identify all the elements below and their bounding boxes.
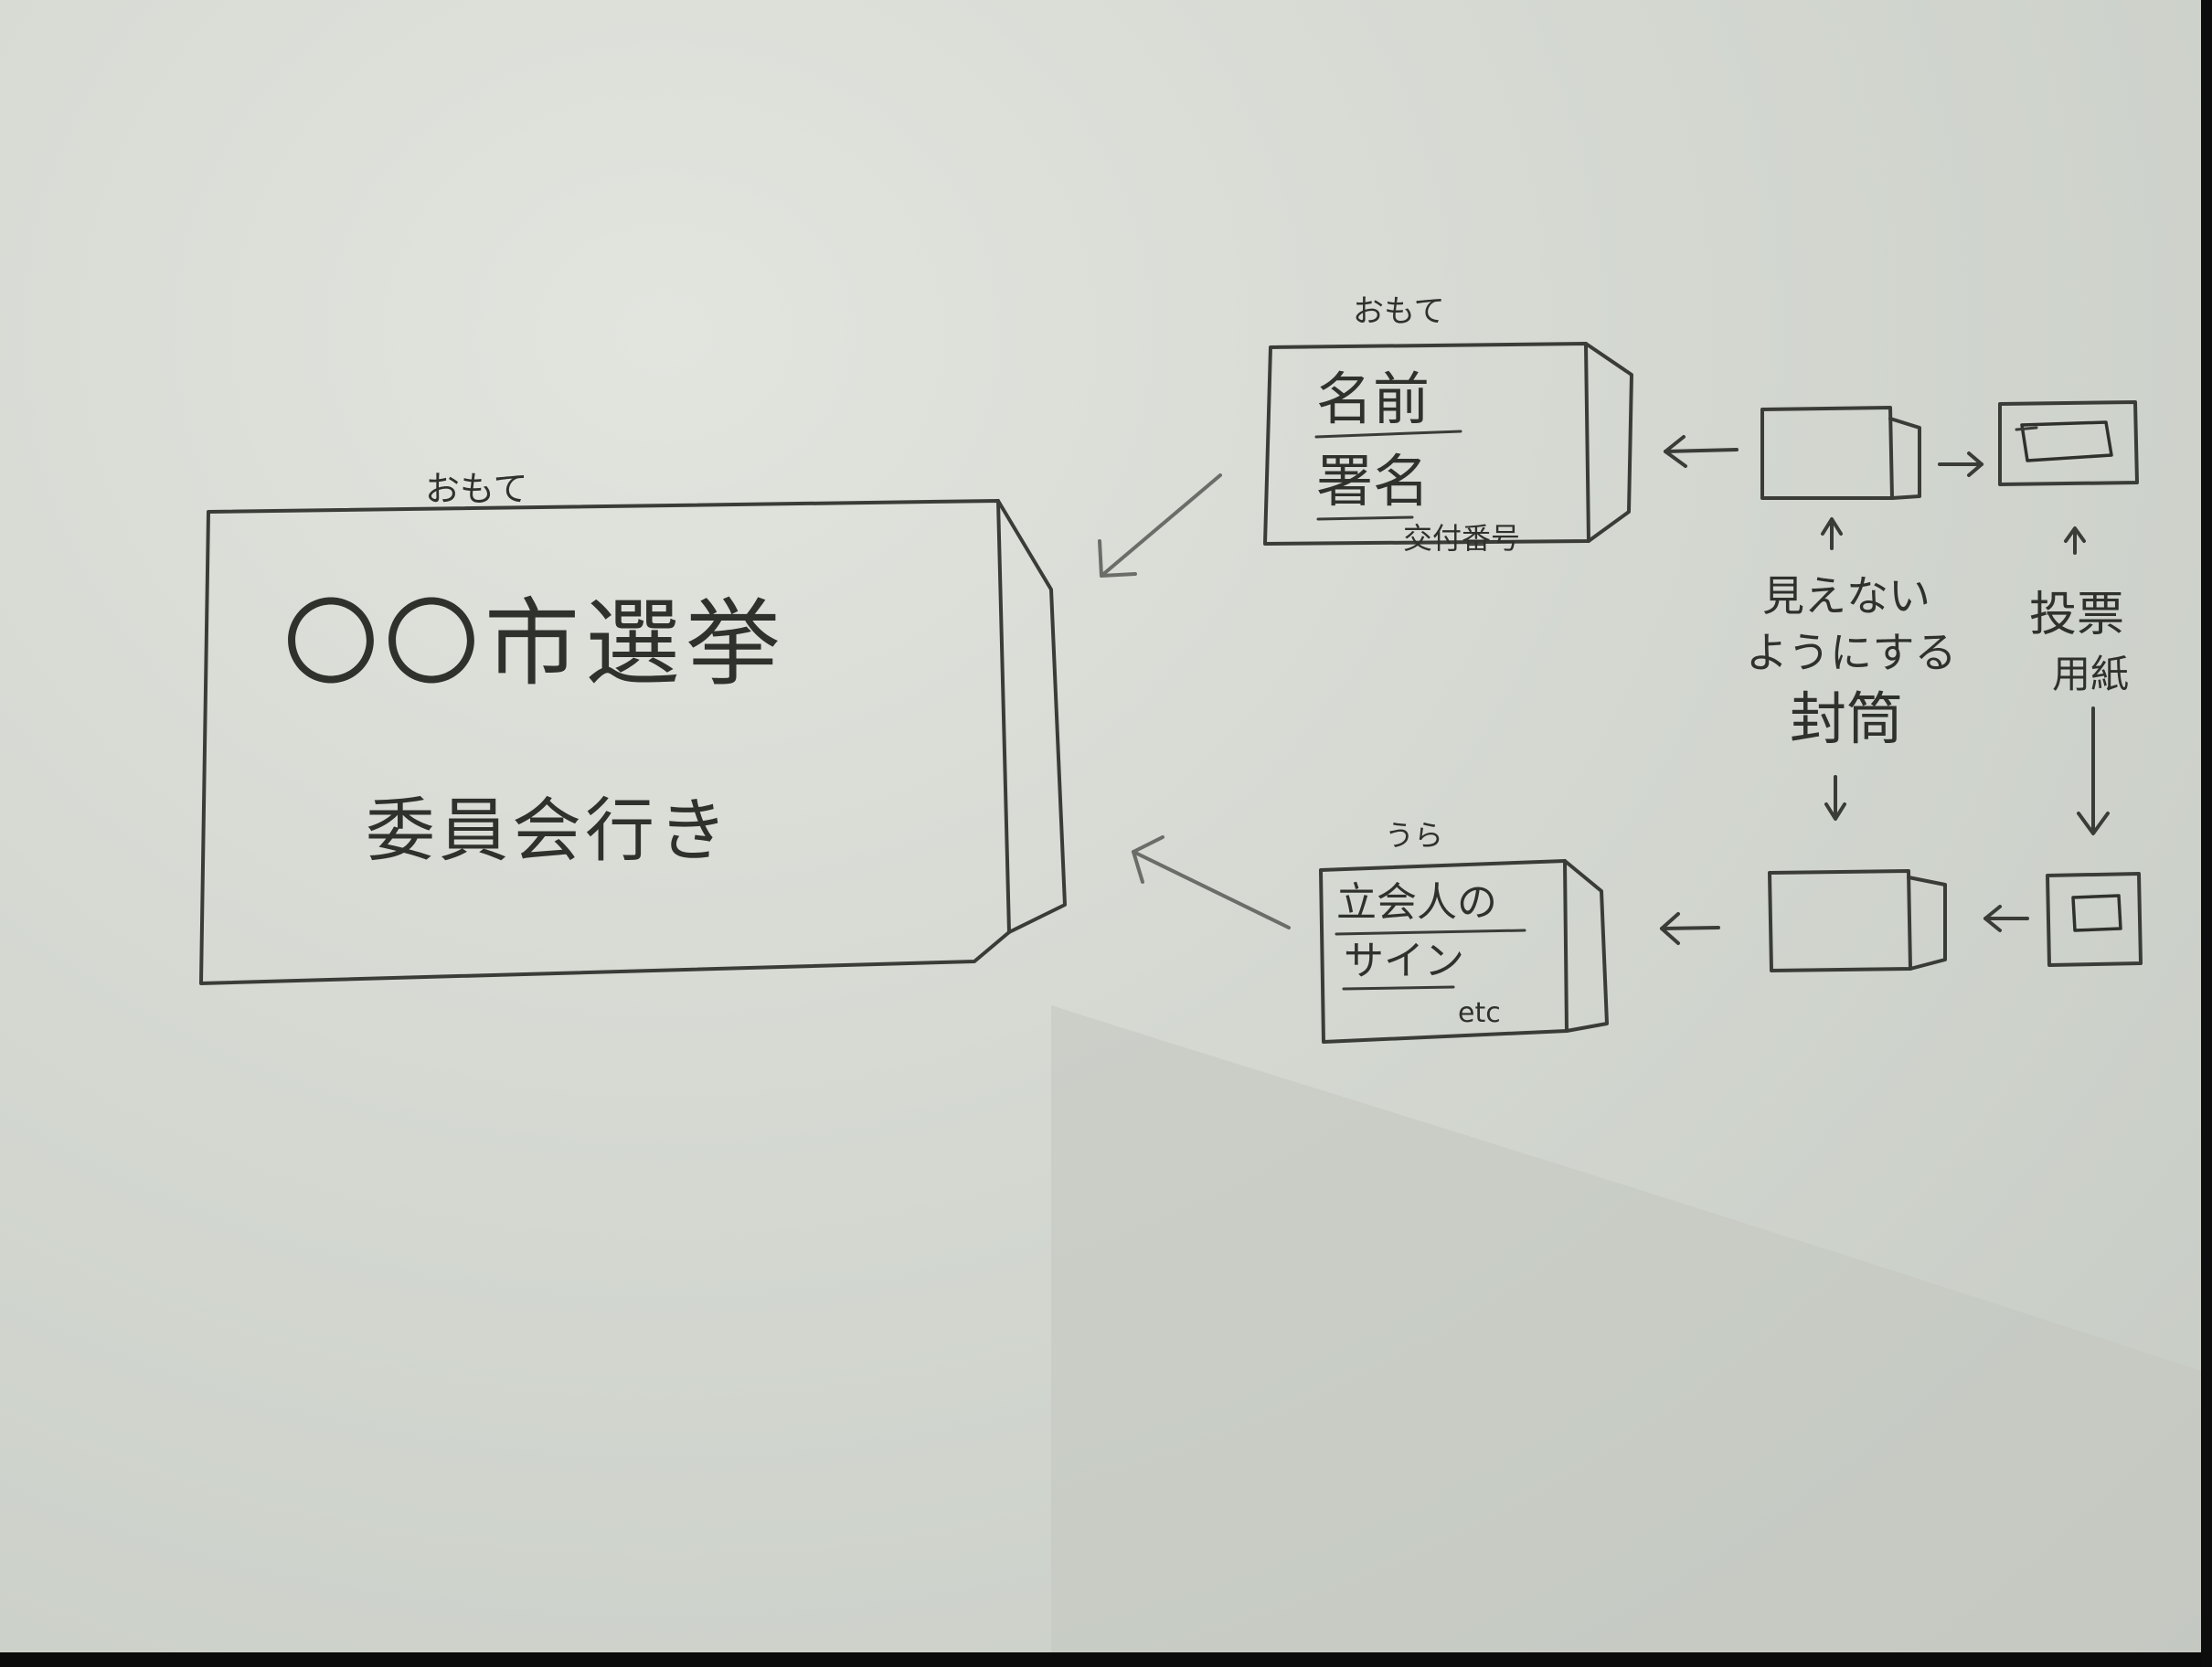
main-envelope-subtitle: 委員会行き — [366, 790, 731, 871]
middle-top-envelope-side-label: おもて — [1353, 293, 1445, 330]
ballot-paper-bottom — [2046, 872, 2143, 967]
ballot-label-line1: 投票 — [2029, 588, 2124, 642]
ballot-paper-top — [1998, 400, 2139, 486]
middle-bottom-envelope-side-label: うら — [1385, 818, 1443, 853]
paper-fold-shadow — [1051, 1005, 2201, 1652]
middle-top-envelope-line1: 名前 — [1316, 366, 1430, 432]
inner-envelope-bottom — [1768, 869, 1947, 972]
hide-label-line3: 封筒 — [1790, 685, 1903, 752]
middle-bottom-envelope-note: etc — [1458, 997, 1501, 1029]
hide-label-line1: 見えない — [1762, 571, 1930, 621]
arrow-bottom-to-main — [1132, 850, 1291, 929]
annotations: 見えない ようにする 封筒 投票 用紙 — [1746, 571, 2129, 752]
photo-border-right — [2201, 0, 2212, 1667]
arrow-top-to-main — [1100, 473, 1222, 578]
hide-label-line2: ようにする — [1746, 628, 1956, 677]
flow-arrows — [1098, 435, 2110, 945]
middle-bottom-envelope-line1: 立会人の — [1336, 879, 1497, 926]
main-envelope-title: 〇〇市選挙 — [283, 588, 786, 699]
arrow-inner-to-middle-top — [1664, 448, 1739, 453]
ballot-label-line2: 用紙 — [2052, 652, 2129, 696]
middle-top-envelope: おもて 名前 署名 交付番号 — [1263, 293, 1633, 556]
inner-envelope-top — [1760, 406, 1921, 500]
arrow-inner-to-middle-bottom — [1660, 926, 1720, 930]
photo-border-bottom — [0, 1652, 2212, 1667]
middle-bottom-envelope-line2: サイン — [1344, 938, 1464, 984]
main-envelope: おもて 〇〇市選挙 委員会行き — [199, 469, 1067, 985]
middle-bottom-envelope: うら 立会人の サイン etc — [1319, 818, 1609, 1044]
main-envelope-side-label: おもて — [425, 469, 527, 509]
middle-top-envelope-line2: 署名 — [1316, 448, 1430, 515]
middle-top-envelope-note: 交付番号 — [1403, 521, 1520, 556]
